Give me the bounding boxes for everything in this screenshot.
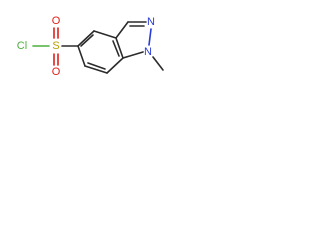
pyrazole-ring bbox=[115, 21, 164, 71]
bond-c3a-c3 bbox=[115, 21, 129, 39]
bond-c4-c5-inner bbox=[80, 34, 94, 47]
atom-n1-label: N bbox=[144, 46, 152, 58]
sulfonyl-chloride-group bbox=[32, 27, 79, 66]
bond-c7a-c3a bbox=[115, 37, 124, 59]
bond-n1-methyl bbox=[152, 56, 164, 71]
atom-s-label: S bbox=[52, 40, 59, 52]
bond-n2-n1 bbox=[148, 28, 152, 46]
bond-c4-c5 bbox=[77, 30, 95, 47]
atom-o-top-label: O bbox=[52, 15, 61, 27]
atom-n2-label: N bbox=[147, 16, 155, 28]
benzene-ring bbox=[77, 30, 124, 74]
bond-c6-c7-inner bbox=[87, 62, 106, 70]
bond-c7a-c3a-inner bbox=[112, 40, 120, 57]
bond-c5-c6 bbox=[77, 45, 86, 67]
bond-c7-c7a bbox=[106, 57, 124, 74]
atom-cl-label: Cl bbox=[17, 40, 27, 52]
bond-c3a-c4 bbox=[93, 30, 117, 39]
bond-c6-c7 bbox=[84, 65, 108, 74]
atom-o-bottom-label: O bbox=[52, 66, 61, 78]
indazole-sulfonyl-chloride-structure: N N S O O Cl bbox=[17, 15, 164, 78]
bond-n1-c7a bbox=[122, 51, 144, 59]
